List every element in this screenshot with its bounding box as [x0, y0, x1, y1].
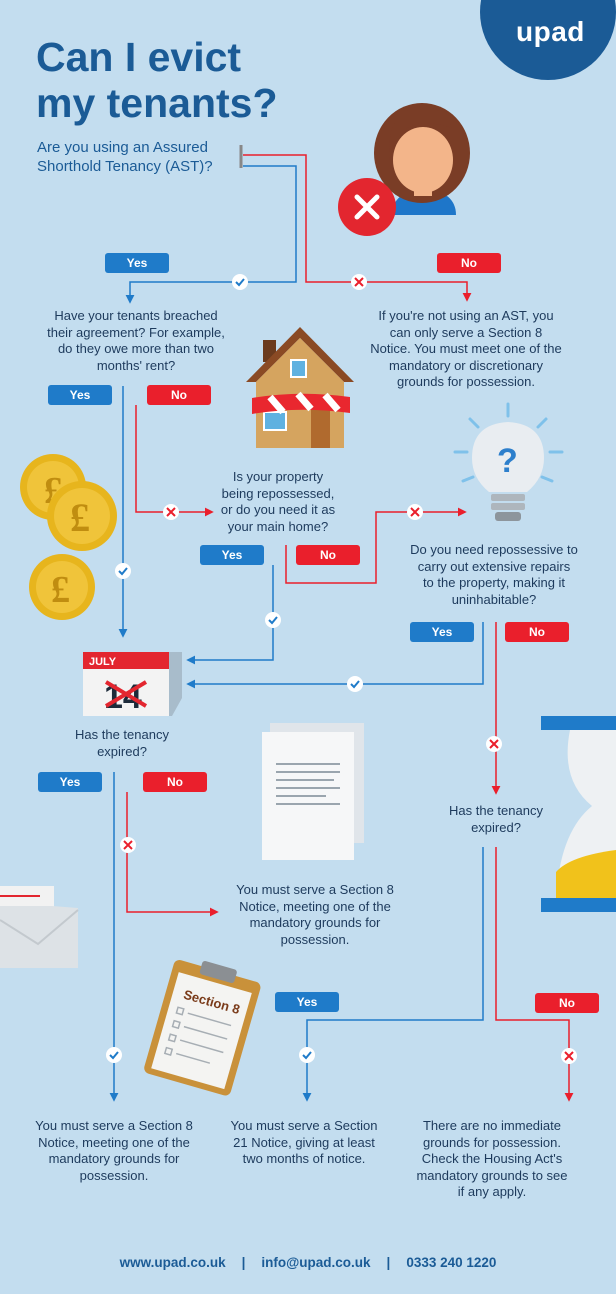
ast-yes-button[interactable]: Yes	[105, 253, 169, 273]
cross-icons	[120, 274, 577, 1064]
text-line: if any apply.	[457, 1184, 527, 1199]
text-line: You must serve a Section	[230, 1118, 378, 1133]
text-line: being repossessed,	[221, 485, 335, 501]
logo[interactable]: upad	[516, 16, 585, 47]
text-line: There are no immediate	[422, 1118, 561, 1133]
expired-right-yes-button[interactable]: Yes	[275, 992, 339, 1012]
text-line: can only serve a Section 8	[389, 324, 543, 340]
text-line: to the property, making it	[422, 575, 566, 590]
text-line: Notice, meeting one of the	[38, 1134, 190, 1150]
svg-text:£: £	[70, 495, 90, 540]
text-line: two months of notice.	[242, 1151, 366, 1166]
text-line: Have your tenants breached	[54, 308, 218, 323]
question-line-2: Shorthold Tenancy (AST)?	[37, 158, 213, 175]
text-line: Has the tenancy	[449, 803, 543, 818]
text-line: grounds for possession.	[396, 374, 536, 389]
check-icons	[106, 274, 363, 1063]
expired-left-yes-button[interactable]: Yes	[38, 772, 102, 792]
repossessed-no-button[interactable]: No	[296, 545, 360, 565]
expired-left-question: Has the tenancy expired?	[55, 727, 189, 760]
question-line-1: Are you using an Assured	[37, 139, 208, 156]
repairs-no-button[interactable]: No	[505, 622, 569, 642]
section8-result: You must serve a Section 8 Notice, meeti…	[26, 1118, 202, 1184]
text-line: your main home?	[227, 518, 329, 534]
text-line: possession.	[280, 931, 350, 947]
text-line: If you're not using an AST, you	[378, 308, 554, 323]
text-line: Notice, meeting one of the	[239, 898, 391, 914]
title-line-2: my tenants?	[36, 80, 278, 126]
breached-yes-button[interactable]: Yes	[48, 385, 112, 405]
text-line: Is your property	[232, 469, 324, 484]
footer-separator: |	[241, 1255, 246, 1270]
text-line: their agreement? For example,	[47, 324, 225, 340]
page-title: Can I evict my tenants?	[36, 34, 278, 126]
text-line: mandatory grounds for	[48, 1151, 180, 1166]
no-grounds-result: There are no immediate grounds for posse…	[404, 1118, 580, 1201]
title-line-1: Can I evict	[36, 34, 242, 80]
text-line: or do you need it as	[220, 502, 336, 517]
footer-separator: |	[386, 1255, 391, 1270]
text-line: do they owe more than two	[57, 341, 215, 356]
expired-right-no-button[interactable]: No	[535, 993, 599, 1013]
text-line: Check the Housing Act's	[421, 1151, 563, 1166]
text-line: mandatory or discretionary	[389, 357, 543, 373]
text-line: Has the tenancy	[75, 727, 169, 742]
ast-no-button[interactable]: No	[437, 253, 501, 273]
question-icon: ?	[497, 442, 518, 480]
repairs-yes-button[interactable]: Yes	[410, 622, 474, 642]
repossessed-question: Is your property being repossessed, or d…	[208, 469, 348, 535]
email-link[interactable]: info@upad.co.uk	[261, 1255, 371, 1270]
expired-right-question: Has the tenancy expired?	[429, 803, 563, 836]
calendar-month: JULY	[89, 656, 117, 668]
section8-mid-result: You must serve a Section 8 Notice, meeti…	[222, 882, 408, 948]
footer: www.upad.co.uk | info@upad.co.uk | 0333 240 …	[0, 1255, 616, 1270]
text-line: uninhabitable?	[451, 591, 537, 607]
breached-question: Have your tenants breached their agreeme…	[40, 308, 232, 374]
text-line: expired?	[97, 743, 147, 759]
svg-text:£: £	[51, 569, 70, 611]
section21-result: You must serve a Section 21 Notice, givi…	[220, 1118, 388, 1168]
text-line: expired?	[471, 819, 521, 835]
ast-question: Are you using an Assured Shorthold Tenan…	[37, 138, 213, 176]
repairs-question: Do you need repossessive to carry out ex…	[400, 542, 588, 608]
phone-number[interactable]: 0333 240 1220	[406, 1255, 497, 1270]
text-line: possession.	[79, 1167, 149, 1183]
text-line: mandatory grounds for	[249, 915, 381, 930]
text-line: Do you need repossessive to	[410, 542, 578, 557]
text-line: You must serve a Section 8	[236, 882, 394, 897]
breached-no-button[interactable]: No	[147, 385, 211, 405]
text-line: Notice. You must meet one of the	[370, 341, 562, 356]
text-line: months' rent?	[96, 357, 176, 373]
text-line: 21 Notice, giving at least	[233, 1134, 375, 1150]
text-line: mandatory grounds to see	[416, 1167, 568, 1183]
repossessed-yes-button[interactable]: Yes	[200, 545, 264, 565]
text-line: carry out extensive repairs	[417, 558, 571, 574]
expired-left-no-button[interactable]: No	[143, 772, 207, 792]
not-ast-result: If you're not using an AST, you can only…	[358, 308, 574, 391]
text-line: You must serve a Section 8	[35, 1118, 193, 1133]
website-link[interactable]: www.upad.co.uk	[119, 1255, 226, 1270]
text-line: grounds for possession.	[422, 1134, 562, 1150]
